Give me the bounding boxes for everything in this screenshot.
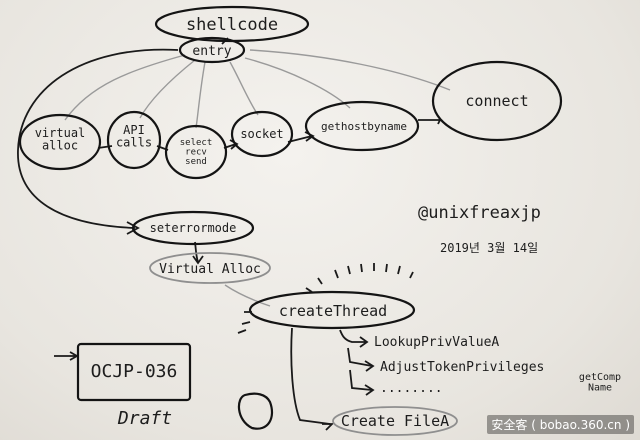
edge-entry-select xyxy=(195,61,206,129)
node-shape-gethostbyname xyxy=(304,100,420,152)
edge-into-sample-box xyxy=(54,351,79,361)
edge-entry-virtual-alloc xyxy=(64,54,186,121)
edge-entry-connect xyxy=(249,49,451,91)
edge-gethost-connect xyxy=(418,119,442,125)
node-label-gethostbyname: gethostbyname xyxy=(321,120,407,133)
node-shape-sample-box xyxy=(76,342,192,402)
node-label-seterrormode: seterrormode xyxy=(150,221,237,235)
node-label-socket: socket xyxy=(240,127,283,141)
node-label-shellcode: shellcode xyxy=(186,15,278,35)
node-label-create-file: Create FileA xyxy=(341,412,449,430)
node-label-virtual-alloc-2: Virtual Alloc xyxy=(159,262,261,277)
author-date: 2019년 3월 14일 xyxy=(440,241,538,255)
arrowhead-seterrormode xyxy=(126,221,140,235)
node-shape-socket xyxy=(230,110,294,158)
node-shape-virtual-alloc-2 xyxy=(149,252,271,284)
node-label-lookup-priv: LookupPrivValueA xyxy=(374,335,499,350)
watermark: 安全客 ( bobao.360.cn ) xyxy=(487,415,634,434)
emphasis-marks xyxy=(305,263,414,293)
node-shape-entry xyxy=(178,36,246,64)
node-label-create-thread: createThread xyxy=(279,302,387,320)
edge-createthread-adjust xyxy=(347,347,375,372)
node-shape-create-thread xyxy=(248,290,416,330)
arrowhead-createfile xyxy=(322,423,335,431)
node-label-entry: entry xyxy=(192,44,231,59)
node-shape-api-calls xyxy=(106,110,162,170)
draft-label: Draft xyxy=(117,408,172,429)
edge-entry-api-calls xyxy=(139,59,196,119)
edge-valloc2-createthread xyxy=(224,284,271,307)
sample-id: OCJP-036 xyxy=(91,361,178,382)
edge-entry-socket xyxy=(229,61,259,116)
node-label-connect: connect xyxy=(465,92,528,110)
node-shape-seterrormode xyxy=(131,210,255,246)
doodle-shape xyxy=(237,392,274,430)
edge-createthread-createfile xyxy=(290,327,331,425)
node-shape-create-file xyxy=(332,406,458,436)
edge-createthread-more xyxy=(349,369,375,396)
author-handle: @unixfreaxjp xyxy=(418,203,541,223)
annotations: @unixfreaxjp 2019년 3월 14일 OCJP-036 Draft xyxy=(91,203,541,429)
edge-entry-seterrormode xyxy=(17,48,179,229)
node-shape-virtual-alloc-1 xyxy=(18,113,102,171)
node-shape-select xyxy=(164,124,228,180)
node-shapes xyxy=(18,5,563,436)
node-label-more-calls: ........ xyxy=(380,381,443,396)
node-shape-connect xyxy=(431,60,563,142)
node-label-adjust-token: AdjustTokenPrivileges xyxy=(380,360,544,375)
emphasis-marks-left xyxy=(237,311,252,334)
edge-entry-gethostbyname xyxy=(244,57,351,109)
edge-createthread-lookup xyxy=(339,329,369,348)
